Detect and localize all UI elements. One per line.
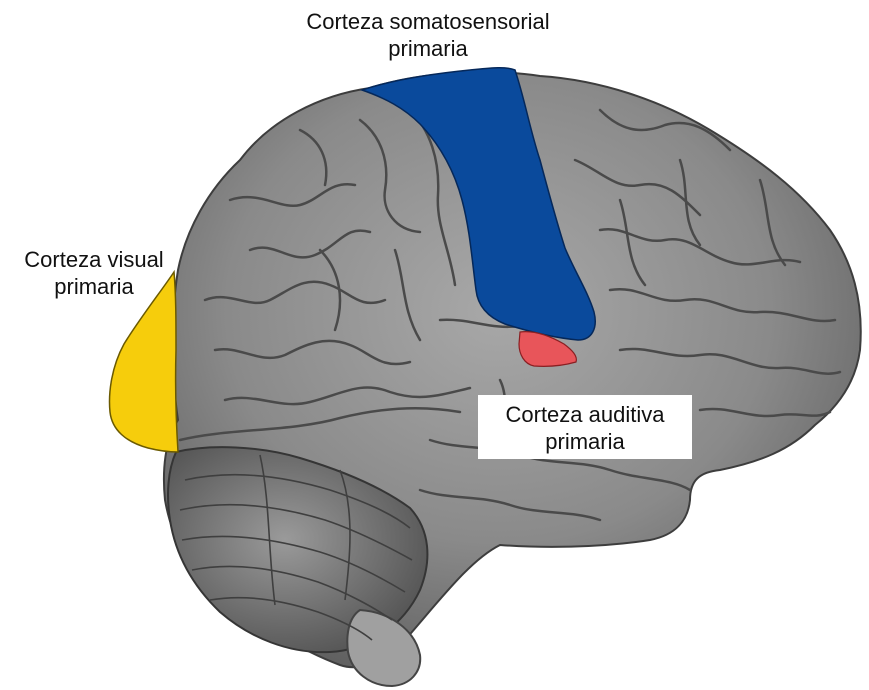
label-auditory-cortex: Corteza auditiva primaria [478, 395, 692, 459]
label-visual-line1: Corteza visual [4, 246, 184, 273]
label-auditory-line1: Corteza auditiva [478, 401, 692, 428]
label-auditory-line2: primaria [478, 428, 692, 455]
label-somatosensory-line2: primaria [268, 35, 588, 62]
label-visual-cortex: Corteza visual primaria [4, 246, 184, 300]
label-visual-line2: primaria [4, 273, 184, 300]
label-somatosensory-cortex: Corteza somatosensorial primaria [268, 8, 588, 62]
label-somatosensory-line1: Corteza somatosensorial [268, 8, 588, 35]
